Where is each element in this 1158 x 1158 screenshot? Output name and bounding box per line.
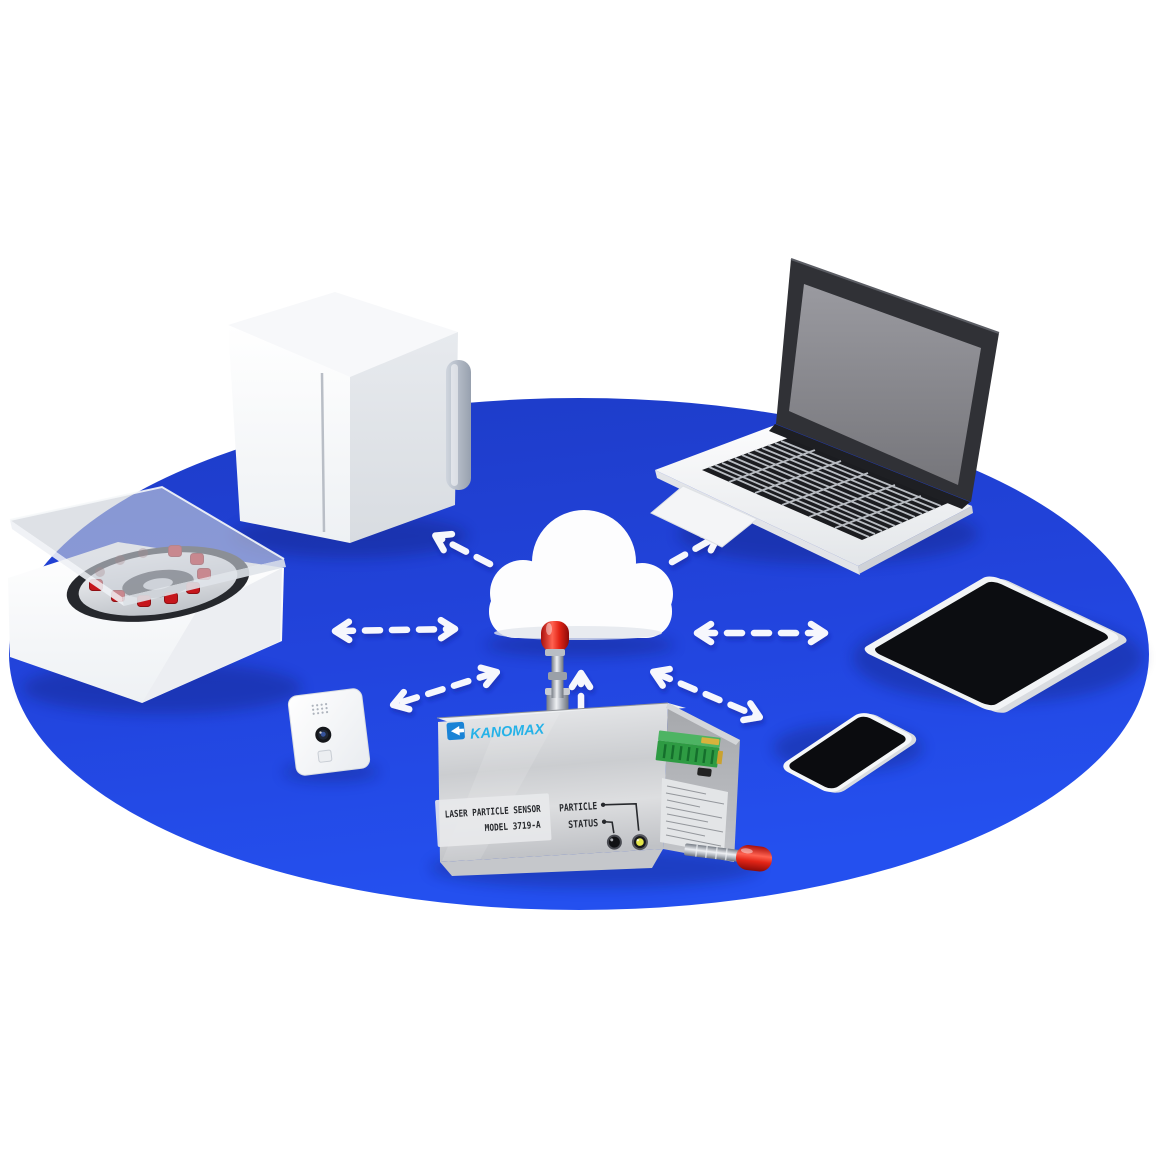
status-led [606, 834, 622, 850]
laptop-screen [789, 284, 981, 485]
laptop-trackpad [650, 485, 758, 548]
cube-top-face [228, 292, 458, 377]
sensor-label-line2: MODEL 3719-A [484, 820, 541, 834]
cloud-icon [489, 510, 673, 640]
sensor-model-label: LASER PARTICLE SENSOR MODEL 3719-A [435, 793, 552, 847]
cube-handle-highlight [451, 364, 458, 486]
cube-handle [446, 360, 471, 490]
cube-front-face [228, 325, 350, 543]
incubator-cube-device [228, 292, 471, 543]
arrow-left-horizontal [331, 616, 459, 644]
particle-label: PARTICLE [559, 801, 598, 814]
centrifuge-lid [9, 485, 286, 606]
smartphone-device [783, 713, 917, 793]
sensor-brand-logo: KANOMAX [446, 722, 546, 743]
laptop-base-right-edge [858, 506, 973, 574]
centrifuge-device [8, 485, 286, 703]
tablet-screen [875, 581, 1108, 706]
brand-text: KANOMAX [470, 722, 546, 743]
status-label: STATUS [568, 818, 599, 831]
laptop-hinge [769, 424, 970, 509]
wall-sensor-button [317, 749, 333, 763]
phone-screen [789, 716, 906, 789]
tablet-device [864, 576, 1127, 713]
wall-sensor-vent [311, 703, 329, 715]
sensor-indicators: PARTICLE STATUS [559, 801, 648, 851]
particle-sensor-device: KANOMAX LASER PARTICLE SENSOR MODEL 3719… [435, 621, 773, 876]
arrow-to-cube [432, 530, 494, 568]
outlet-red-cap [735, 845, 773, 872]
wall-sensor-device [287, 688, 371, 776]
sensor-bottom-bevel [440, 849, 663, 876]
inlet-red-cap [541, 621, 569, 652]
laptop-device [650, 258, 1000, 575]
laptop-key-grid [708, 440, 942, 538]
centrifuge-body-shade [142, 568, 282, 703]
arrow-to-wall-sensor [389, 664, 501, 713]
arrow-to-phone [649, 665, 764, 724]
laptop-lid-edge [790, 258, 1000, 334]
sensor-terminal-block [655, 730, 724, 777]
sensor-outlet-fitting [684, 843, 773, 872]
cube-door-seam [320, 372, 326, 533]
sensor-spec-label [660, 778, 728, 854]
sensor-inlet-probe [541, 621, 570, 722]
sensor-right-top-edge [666, 703, 740, 745]
cube-right-face [350, 332, 458, 543]
